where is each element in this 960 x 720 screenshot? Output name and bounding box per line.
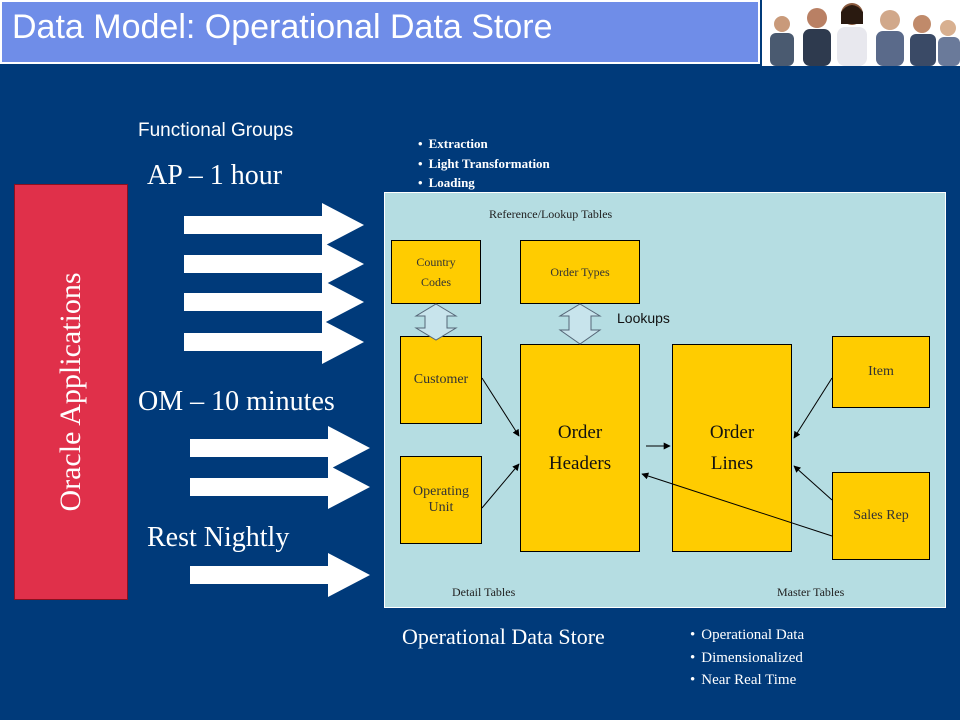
reference-tables-label: Reference/Lookup Tables	[489, 207, 613, 221]
master-tables-label: Master Tables	[777, 585, 845, 599]
operating-unit-box: Operating Unit	[400, 456, 482, 544]
bullet-near-real-time: Near Real Time	[690, 669, 804, 692]
bullet-extraction: Extraction	[418, 134, 550, 154]
item-label: Item	[868, 364, 894, 379]
sales-rep-box: Sales Rep	[832, 472, 930, 560]
group-ap-label: AP – 1 hour	[147, 160, 283, 191]
bullet-operational-data: Operational Data	[690, 624, 804, 647]
lookups-label: Lookups	[617, 310, 670, 326]
slide-title: Data Model: Operational Data Store	[12, 8, 553, 46]
ods-title-label: Operational Data Store	[402, 624, 605, 649]
bullet-light-transformation: Light Transformation	[418, 154, 550, 174]
customer-box: Customer	[400, 336, 482, 424]
process-bullets: Extraction Light Transformation Loading	[418, 134, 550, 193]
people-photo-icon	[762, 0, 960, 66]
order-types-label: Order Types	[550, 265, 610, 279]
sales-rep-label: Sales Rep	[853, 508, 909, 523]
people-photo	[762, 0, 960, 66]
detail-tables-label: Detail Tables	[452, 585, 516, 599]
order-lines-label: Order Lines	[709, 422, 755, 474]
bullet-loading: Loading	[418, 173, 550, 193]
order-headers-box: Order Headers	[520, 344, 640, 552]
group-om-label: OM – 10 minutes	[138, 386, 335, 417]
group-rest-label: Rest Nightly	[147, 522, 290, 553]
order-types-box: Order Types	[520, 240, 640, 304]
bullet-dimensionalized: Dimensionalized	[690, 647, 804, 670]
salesrep-to-headers-line	[641, 472, 833, 537]
country-codes-box: Country Codes	[391, 240, 481, 304]
customer-label: Customer	[413, 372, 469, 387]
order-lines-box: Order Lines	[672, 344, 792, 552]
operating-unit-to-headers-line	[481, 463, 520, 509]
operating-unit-label: Operating Unit	[413, 484, 469, 515]
customer-to-headers-line	[481, 377, 520, 437]
oracle-applications-box	[14, 184, 128, 600]
functional-groups-label: Functional Groups	[138, 120, 294, 141]
country-codes-label: Country Codes	[416, 255, 456, 289]
salesrep-to-lines-line	[793, 465, 833, 501]
order-headers-label: Order Headers	[548, 422, 612, 474]
ordertypes-headers-lookup-arrow	[558, 303, 602, 345]
ods-bullets: Operational Data Dimensionalized Near Re…	[690, 624, 804, 692]
title-bar	[0, 0, 760, 64]
item-to-lines-line	[793, 377, 833, 439]
item-box: Item	[832, 336, 930, 408]
country-customer-lookup-arrow	[414, 303, 458, 341]
